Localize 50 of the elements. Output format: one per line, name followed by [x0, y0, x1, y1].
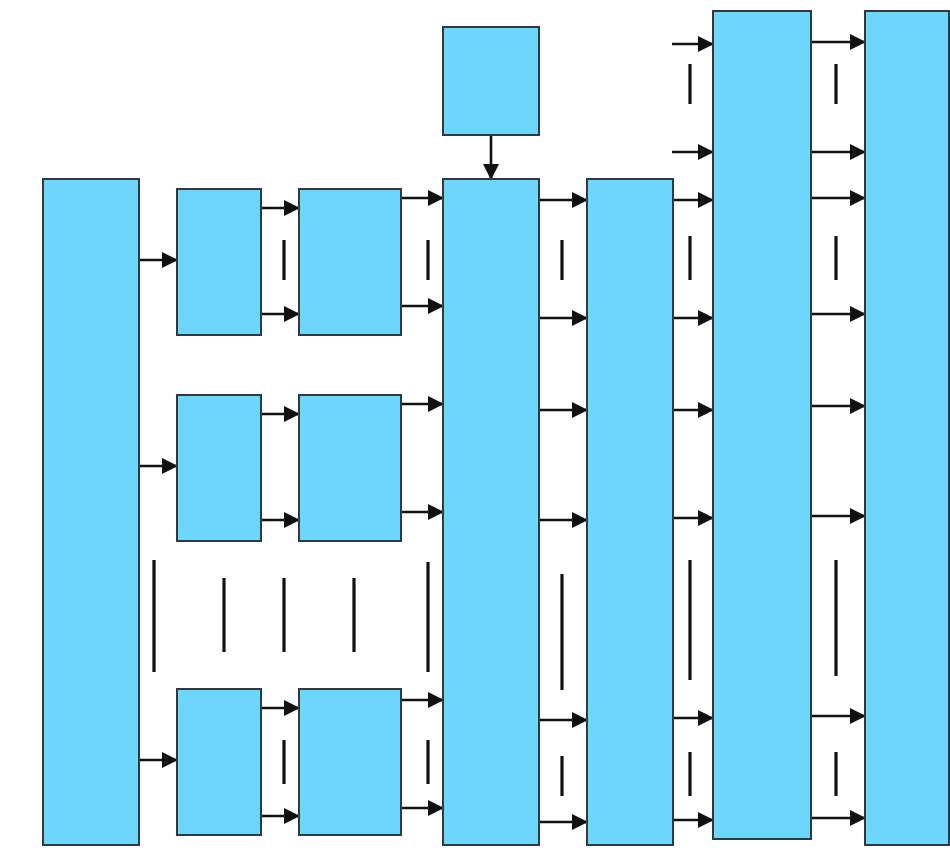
arrow	[674, 402, 714, 418]
arrow	[483, 136, 499, 180]
arrow	[812, 144, 866, 160]
arrow	[812, 306, 866, 322]
process-box	[298, 688, 402, 836]
arrow	[674, 192, 714, 208]
arrow	[674, 710, 714, 726]
arrow	[262, 808, 300, 824]
arrow	[540, 512, 588, 528]
process-box	[712, 10, 812, 840]
arrow	[812, 810, 866, 826]
arrow	[812, 34, 866, 50]
arrow	[674, 812, 714, 828]
arrow	[140, 752, 178, 768]
arrow	[262, 306, 300, 322]
process-box	[176, 688, 262, 836]
arrow	[540, 192, 588, 208]
arrow	[672, 144, 714, 160]
arrow	[674, 310, 714, 326]
arrow	[812, 508, 866, 524]
arrow	[402, 800, 444, 816]
arrow	[402, 504, 444, 520]
process-box	[298, 188, 402, 336]
process-box	[298, 394, 402, 542]
arrow	[262, 512, 300, 528]
process-box	[176, 394, 262, 542]
process-box	[586, 178, 674, 846]
arrow	[812, 190, 866, 206]
arrow	[402, 692, 444, 708]
arrow	[540, 310, 588, 326]
arrow	[540, 402, 588, 418]
arrow	[672, 36, 714, 52]
arrow	[262, 406, 300, 422]
process-box	[442, 26, 540, 136]
arrow	[140, 458, 178, 474]
arrow	[812, 708, 866, 724]
arrow	[402, 298, 444, 314]
arrow	[262, 700, 300, 716]
process-box	[176, 188, 262, 336]
arrow	[540, 814, 588, 830]
arrow	[402, 396, 444, 412]
arrow	[812, 398, 866, 414]
process-box	[864, 10, 950, 846]
arrow	[540, 712, 588, 728]
process-box	[442, 178, 540, 846]
arrow	[674, 510, 714, 526]
process-box	[42, 178, 140, 846]
arrow	[262, 200, 300, 216]
arrow	[402, 190, 444, 206]
arrow	[140, 252, 178, 268]
